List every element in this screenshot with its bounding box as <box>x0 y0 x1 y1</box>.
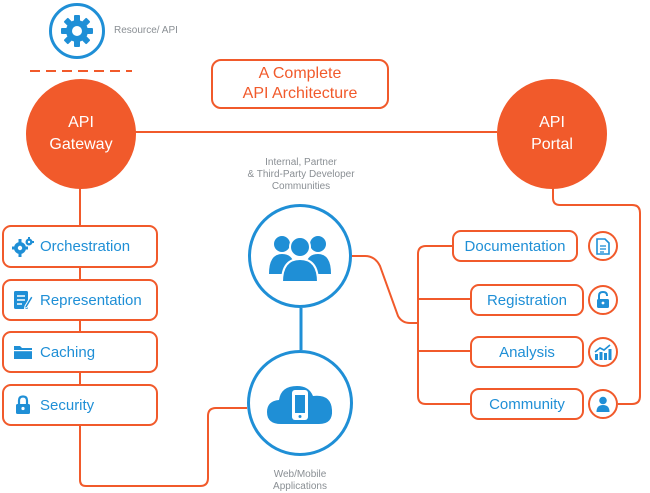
feature-label: Security <box>40 396 95 414</box>
resource-api-label: Resource/ API <box>114 25 178 36</box>
portal-community: Community <box>470 388 584 420</box>
communities-line-2: & Third-Party Developer <box>247 169 355 180</box>
portal-line-2: Portal <box>531 136 573 153</box>
lock-icon <box>12 394 34 416</box>
feature-representation: Representation <box>2 279 158 321</box>
gear-icon <box>61 15 93 47</box>
document-edit-icon <box>12 289 34 311</box>
feature-label: Caching <box>40 343 96 361</box>
apps-line-2: Applications <box>273 481 327 492</box>
apps-label: Web/Mobile Applications <box>250 469 350 493</box>
communities-line-1: Internal, Partner <box>265 157 337 168</box>
portal-documentation: Documentation <box>452 230 578 262</box>
feature-security: Security <box>2 384 158 426</box>
feature-orchestration: Orchestration <box>2 225 158 268</box>
feature-label: Orchestration <box>40 238 131 255</box>
api-portal-node: API Portal <box>497 79 607 189</box>
gateway-line-2: Gateway <box>49 136 113 153</box>
portal-analysis: Analysis <box>470 336 584 368</box>
gears-icon <box>12 236 34 258</box>
apps-line-1: Web/Mobile <box>273 469 327 480</box>
communities-line-3: Communities <box>271 181 331 192</box>
communities-label: Internal, Partner & Third-Party Develope… <box>236 157 366 193</box>
unlock-icon <box>588 285 618 315</box>
portal-feature-label: Documentation <box>464 237 566 255</box>
portal-registration: Registration <box>470 284 584 316</box>
communities-node <box>248 204 352 308</box>
api-gateway-node: API Gateway <box>26 79 136 189</box>
diagram-title: A Complete API Architecture <box>211 59 389 109</box>
chart-icon <box>588 337 618 367</box>
portal-feature-label: Community <box>489 395 565 413</box>
gateway-line-1: API <box>68 114 94 131</box>
user-icon <box>588 389 618 419</box>
web-mobile-apps-node <box>247 350 353 456</box>
portal-line-1: API <box>539 114 565 131</box>
people-group-icon <box>269 236 331 282</box>
folder-icon <box>12 341 34 363</box>
title-line-1: A Complete <box>258 65 342 82</box>
feature-caching: Caching <box>2 331 158 373</box>
portal-feature-label: Registration <box>486 291 568 309</box>
resource-api-node <box>49 3 105 59</box>
title-line-2: API Architecture <box>242 85 358 102</box>
feature-label: Representation <box>40 291 142 309</box>
cloud-phone-icon <box>267 386 333 424</box>
document-icon <box>588 231 618 261</box>
portal-feature-label: Analysis <box>499 343 555 361</box>
